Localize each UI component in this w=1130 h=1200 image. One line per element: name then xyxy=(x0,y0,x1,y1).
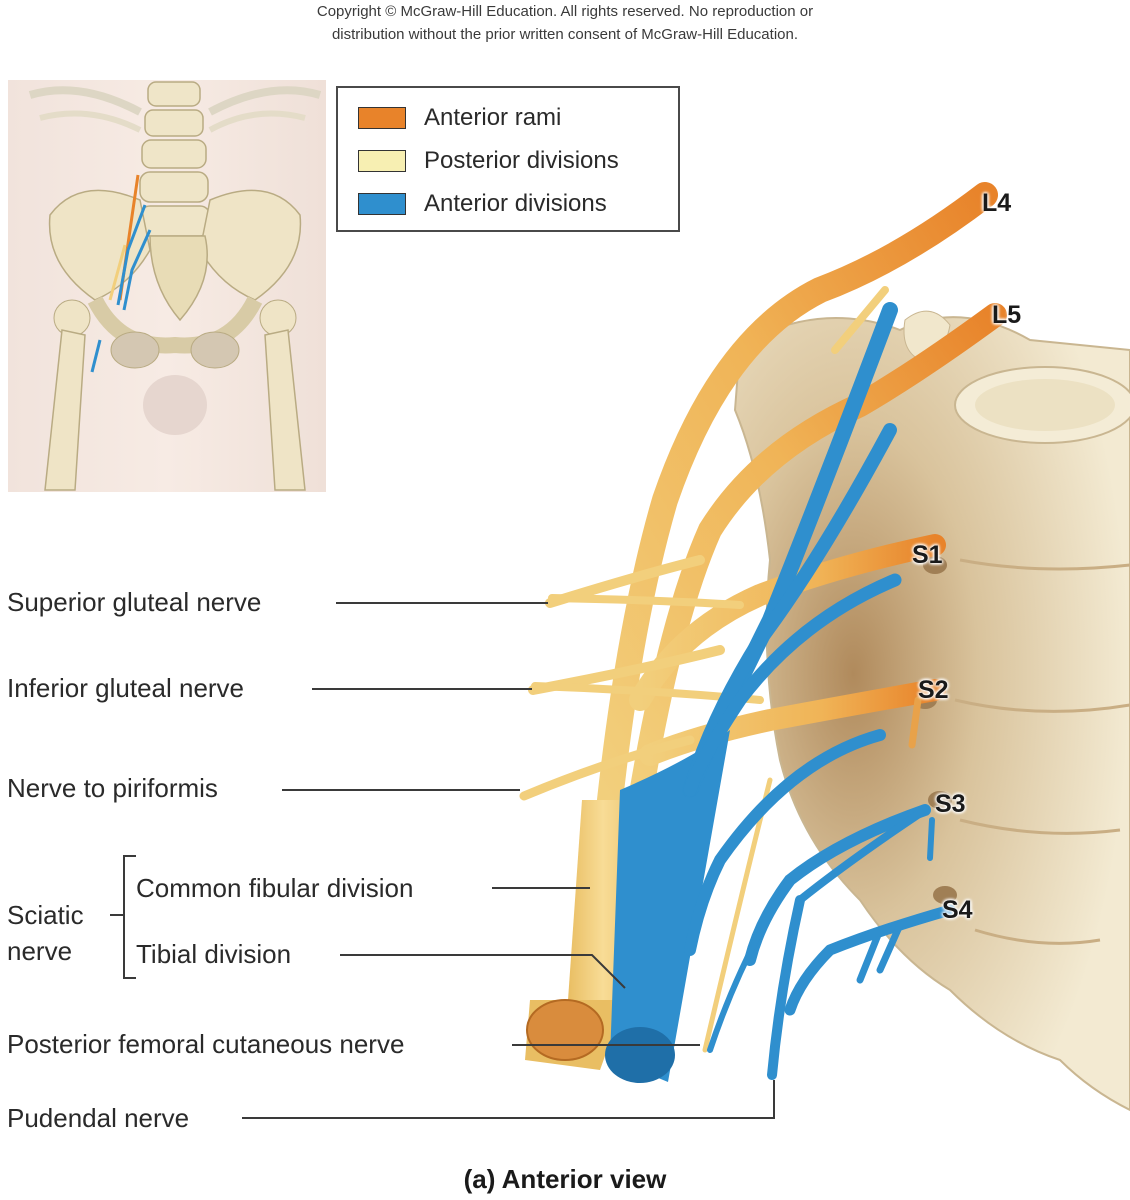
copyright-line-1: Copyright © McGraw-Hill Education. All r… xyxy=(316,3,814,20)
legend-label: Anterior rami xyxy=(424,104,562,131)
leader-tibial xyxy=(340,954,626,989)
legend-swatch-yellow xyxy=(358,150,406,172)
root-label-s2: S2 xyxy=(918,676,949,704)
label-inferior-gluteal-nerve: Inferior gluteal nerve xyxy=(7,673,245,703)
root-label-s1: S1 xyxy=(912,541,943,569)
label-sciatic-nerve: nerve xyxy=(7,936,73,966)
posterior-division-nerves xyxy=(519,182,1007,1053)
root-label-l4: L4 xyxy=(982,189,1012,217)
sciatic-bracket xyxy=(123,855,136,979)
label-superior-gluteal-nerve: Superior gluteal nerve xyxy=(7,587,262,617)
legend-label: Anterior divisions xyxy=(424,190,607,217)
figure-caption: (a) Anterior view xyxy=(463,1164,667,1194)
label-posterior-femoral-cutaneous-nerve: Posterior femoral cutaneous nerve xyxy=(7,1029,405,1059)
sacrum-bone xyxy=(733,310,1130,1112)
root-label-l5: L5 xyxy=(992,301,1022,329)
sciatic-nerve-trunk xyxy=(525,730,730,1083)
root-label-s4: S4 xyxy=(942,896,973,924)
leader-pudendal xyxy=(242,1080,775,1119)
legend-item-posterior-divisions: Posterior divisions xyxy=(358,146,619,176)
skeleton-inset xyxy=(8,80,326,492)
legend-item-anterior-rami: Anterior rami xyxy=(358,103,561,133)
label-nerve-to-piriformis: Nerve to piriformis xyxy=(7,773,218,803)
legend-swatch-blue xyxy=(358,193,406,215)
label-sciatic: Sciatic xyxy=(7,900,84,930)
copyright-notice: Copyright © McGraw-Hill Education. All r… xyxy=(0,0,1130,46)
anterior-division-nerves xyxy=(682,302,956,1080)
label-common-fibular-division: Common fibular division xyxy=(136,873,414,903)
leader-lines xyxy=(110,602,775,1119)
label-tibial-division: Tibial division xyxy=(136,939,292,969)
legend: Anterior rami Posterior divisions Anteri… xyxy=(336,86,680,232)
copyright-line-2: distribution without the prior written c… xyxy=(331,26,799,43)
root-label-s3: S3 xyxy=(935,790,966,818)
legend-item-anterior-divisions: Anterior divisions xyxy=(358,189,607,219)
legend-label: Posterior divisions xyxy=(424,147,619,174)
legend-swatch-orange xyxy=(358,107,406,129)
label-pudendal-nerve: Pudendal nerve xyxy=(7,1103,190,1133)
